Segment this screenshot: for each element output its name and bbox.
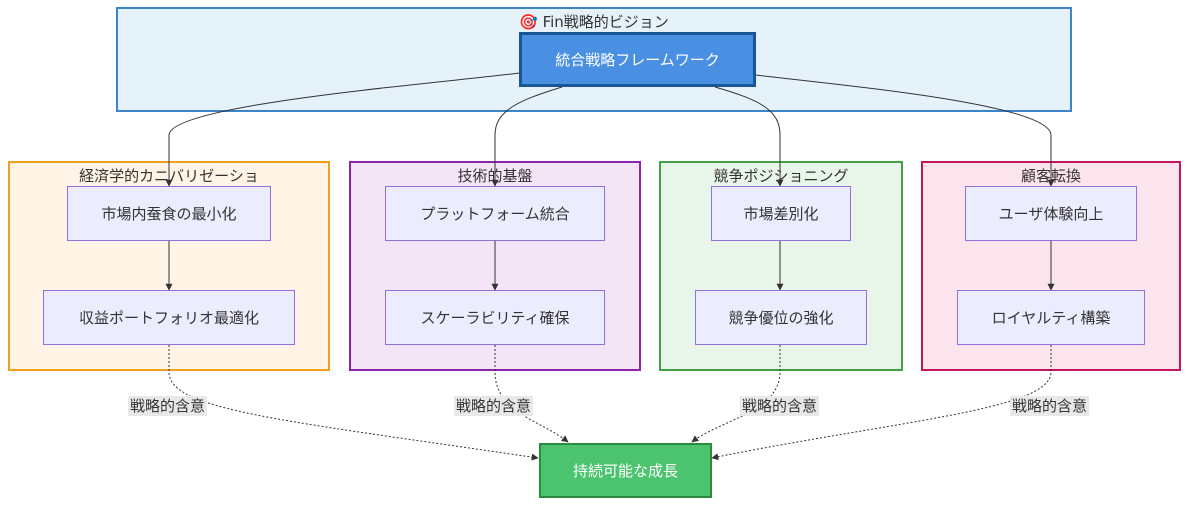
edge-cust-to-outcome	[711, 345, 1052, 461]
edge-label-econ: 戦略的含意	[128, 396, 208, 416]
econ-top-node[interactable]: 市場内蚕食の最小化	[67, 186, 271, 241]
edge-label-comp: 戦略的含意	[740, 396, 820, 416]
framework-node[interactable]: 統合戦略フレームワーク	[519, 32, 756, 87]
edge-label-tech: 戦略的含意	[454, 396, 534, 416]
edge-label-cust: 戦略的含意	[1010, 396, 1090, 416]
edge-tech-to-outcome	[494, 345, 569, 443]
tech-bottom-node[interactable]: スケーラビリティ確保	[385, 290, 605, 345]
tech-top-node[interactable]: プラットフォーム統合	[385, 186, 605, 241]
comp-bottom-node[interactable]: 競争優位の強化	[695, 290, 867, 345]
edge-framework-to-comp	[714, 86, 784, 187]
cust-top-node[interactable]: ユーザ体験向上	[965, 186, 1137, 241]
outcome-node[interactable]: 持続可能な成長	[539, 443, 712, 498]
vision-cluster-title: 🎯 Fin戦略的ビジョン	[519, 13, 669, 31]
edge-framework-to-tech	[491, 86, 563, 187]
comp-top-node[interactable]: 市場差別化	[711, 186, 851, 241]
vision-cluster: 🎯 Fin戦略的ビジョン	[116, 7, 1072, 112]
edge-comp-to-outcome	[691, 345, 781, 443]
edge-framework-to-econ	[165, 72, 521, 187]
econ-bottom-node[interactable]: 収益ポートフォリオ最適化	[43, 290, 295, 345]
edge-framework-to-cust	[754, 74, 1055, 187]
competition-cluster-title: 競争ポジショニング	[713, 167, 849, 185]
edge-econ-to-outcome	[168, 345, 539, 461]
cust-bottom-node[interactable]: ロイヤルティ構築	[957, 290, 1145, 345]
